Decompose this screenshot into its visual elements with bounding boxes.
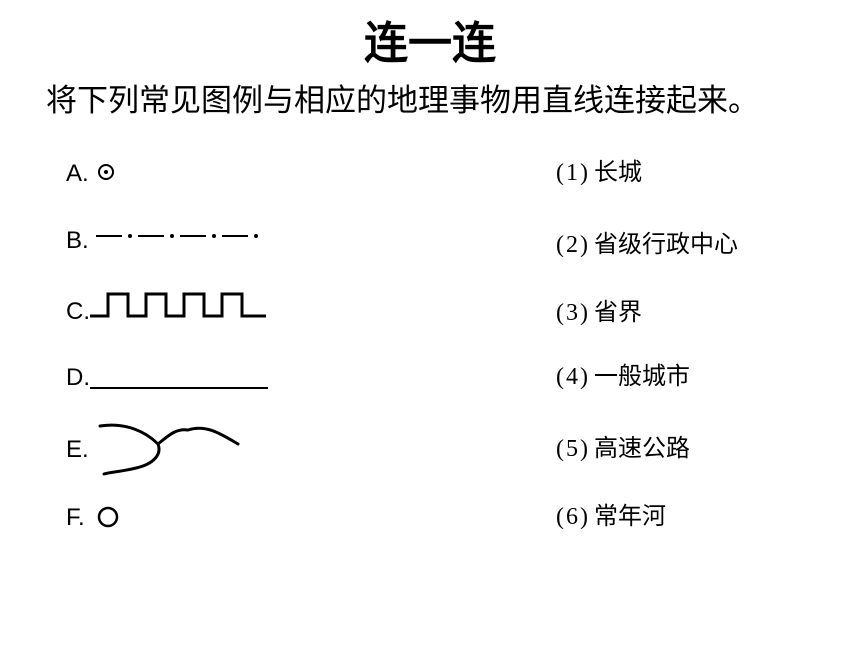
symbol-label-d: D. (66, 364, 90, 391)
page-title: 连一连 (364, 18, 496, 69)
instruction-text: 将下列常见图例与相应的地理事物用直线连接起来。 (46, 83, 759, 119)
dotted-circle-icon (98, 164, 114, 180)
feature-item-6: (6)常年河 (556, 502, 666, 530)
symbol-label-a: A. (66, 160, 89, 187)
hollow-circle-icon (97, 506, 119, 528)
symbol-label-c: C. (66, 298, 90, 325)
feature-item-4: (4)一般城市 (556, 362, 690, 390)
dash-dot-line-icon (96, 234, 258, 238)
straight-line-icon (90, 387, 268, 389)
symbol-label-b: B. (66, 227, 89, 254)
feature-item-5: (5)高速公路 (556, 434, 690, 462)
feature-item-1: (1)长城 (556, 158, 642, 186)
symbol-label-f: F. (66, 504, 85, 531)
feature-item-2: (2)省级行政中心 (556, 230, 738, 258)
symbol-label-e: E. (66, 436, 89, 463)
wavy-branching-line-icon (98, 423, 240, 476)
feature-item-3: (3)省界 (556, 298, 642, 326)
square-wave-line-icon (90, 292, 266, 318)
